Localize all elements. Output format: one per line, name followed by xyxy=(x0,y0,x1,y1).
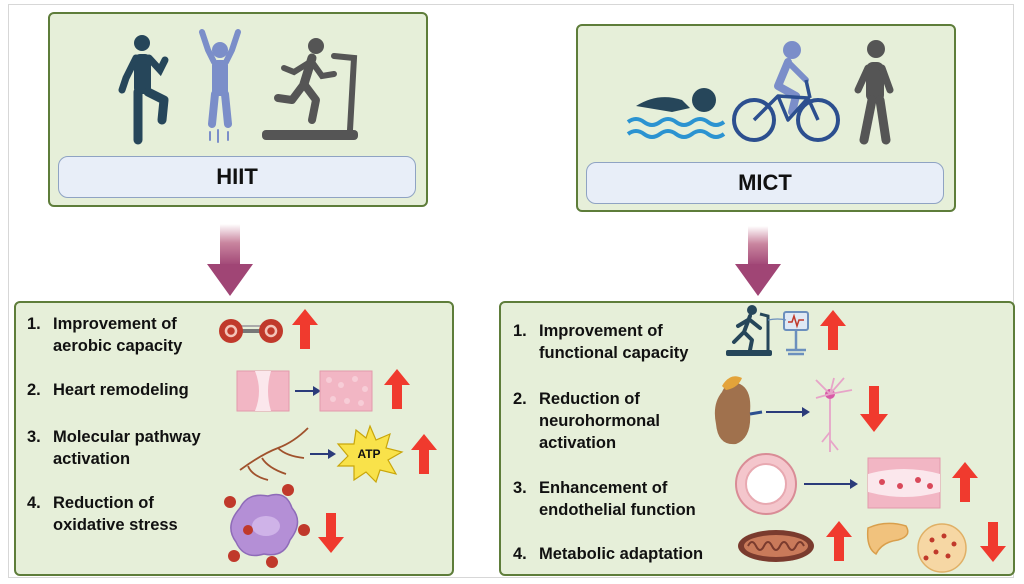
increase-arrow-icon xyxy=(384,369,410,409)
mict-flow-arrow xyxy=(735,226,781,296)
knee-raise-person-icon xyxy=(118,35,169,145)
vessel-endothelium-icon xyxy=(735,453,941,515)
cyclist-icon xyxy=(732,41,840,142)
atp-burst-icon: ATP xyxy=(239,424,404,484)
jumping-person-icon xyxy=(199,29,241,143)
walking-person-icon xyxy=(854,40,894,145)
treadmill-runner-icon xyxy=(262,38,358,140)
oxygen-molecule-icon xyxy=(219,319,283,343)
ros-cell-icon xyxy=(224,484,310,568)
increase-arrow-icon xyxy=(411,434,437,474)
increase-arrow-icon xyxy=(292,309,318,349)
mict-label: MICT xyxy=(586,162,944,204)
adrenal-neuron-icon xyxy=(714,376,853,452)
mitochondria-pancreas-icon xyxy=(738,522,967,573)
hiit-flow-arrow xyxy=(207,224,253,296)
decrease-arrow-icon xyxy=(980,522,1006,562)
hiit-label: HIIT xyxy=(58,156,416,198)
decrease-arrow-icon xyxy=(860,386,888,432)
atp-label: ATP xyxy=(357,447,380,461)
figure-frame xyxy=(8,4,1014,578)
heart-tissue-icon xyxy=(236,370,373,412)
swimmer-icon xyxy=(626,88,726,139)
increase-arrow-icon xyxy=(820,310,846,350)
increase-arrow-icon xyxy=(826,521,852,561)
increase-arrow-icon xyxy=(952,462,978,502)
treadmill-test-icon xyxy=(726,305,809,356)
decrease-arrow-icon xyxy=(318,513,344,553)
